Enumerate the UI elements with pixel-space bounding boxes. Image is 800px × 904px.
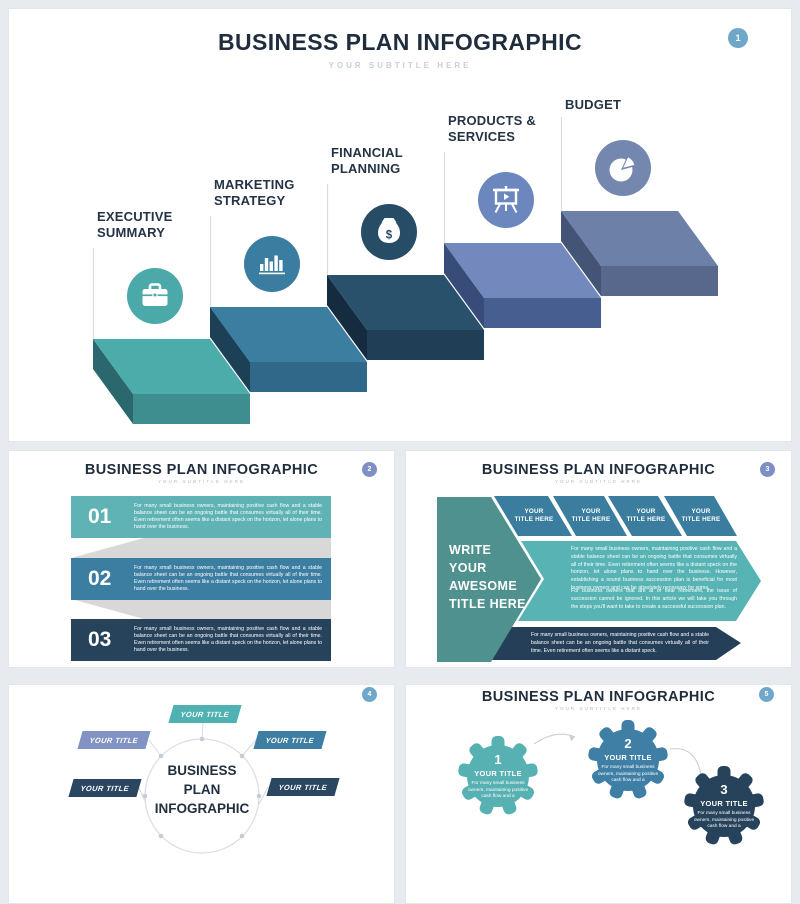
step-connector-lines xyxy=(92,117,563,339)
gear-title: YOUR TITLE xyxy=(700,799,748,808)
gear-number: 3 xyxy=(720,782,728,797)
slide2-subtitle: YOUR SUBTITLE HERE xyxy=(157,479,246,484)
slide-3-preview[interactable]: BUSINESS PLAN INFOGRAPHIC YOUR SUBTITLE … xyxy=(405,450,792,668)
chevron-box-1 xyxy=(494,496,572,536)
teal-band-paragraph-1: For many small business owners, maintain… xyxy=(571,546,737,591)
step-label-budget: BUDGET xyxy=(565,97,622,112)
ribbon-connectors xyxy=(71,538,331,619)
slide2-title: BUSINESS PLAN INFOGRAPHIC xyxy=(84,462,319,478)
gear-title: YOUR TITLE xyxy=(474,769,522,778)
gear-1-text: 1 YOUR TITLE For many small business own… xyxy=(466,752,530,801)
money-bag-icon: $ xyxy=(378,218,400,243)
step-label-executive-summary: EXECUTIVE SUMMARY xyxy=(97,209,173,240)
bar-chart-icon xyxy=(259,255,285,275)
template-preview-page: { "palette": { "teal": "#4BA9A9", "teal_… xyxy=(8,8,792,904)
slide5-subtitle: YOUR SUBTITLE HERE xyxy=(554,706,643,711)
svg-text:$: $ xyxy=(386,230,393,242)
numbered-item-03: 03 For many small business owners, maint… xyxy=(71,619,331,661)
teal-band-paragraph-2: For business owners that are at or near … xyxy=(571,588,737,610)
slide2-page-number-badge: 2 xyxy=(362,462,377,477)
slide3-subtitle: YOUR SUBTITLE HERE xyxy=(554,479,643,484)
marketing-strategy-circle xyxy=(244,236,300,292)
tag-lower-left: YOUR TITLE xyxy=(68,779,142,797)
tag-lower-right: YOUR TITLE xyxy=(266,778,340,796)
financial-planning-circle: $ xyxy=(361,204,417,260)
gear-body-text: For many small business owners, maintain… xyxy=(467,781,529,800)
chevron-box-2 xyxy=(553,496,627,536)
gear-2-text: 2 YOUR TITLE For many small business own… xyxy=(596,736,660,785)
chevron-label-4: YOUR TITLE HERE xyxy=(681,508,721,523)
item-text: For many small business owners, maintain… xyxy=(134,625,323,654)
gear-number: 2 xyxy=(624,736,632,751)
stair-step-1 xyxy=(93,339,250,424)
gear-title: YOUR TITLE xyxy=(604,753,652,762)
item-number: 03 xyxy=(88,628,112,651)
chevron-box-4 xyxy=(664,496,737,536)
chevron-label-1: YOUR TITLE HERE xyxy=(514,508,554,523)
slide4-center-title: BUSINESS PLAN INFOGRAPHIC xyxy=(154,763,250,816)
gear-3-text: 3 YOUR TITLE For many small business own… xyxy=(692,782,756,831)
products-services-circle xyxy=(478,172,534,228)
step-label-marketing-strategy: MARKETING STRATEGY xyxy=(214,177,295,208)
teal-arrow-band xyxy=(518,541,761,621)
numbered-item-02: 02 For many small business owners, maint… xyxy=(71,558,331,600)
gear-body-text: For many small business owners, maintain… xyxy=(597,765,659,784)
numbered-item-01: 01 For many small business owners, maint… xyxy=(71,496,331,538)
slide-2-preview[interactable]: BUSINESS PLAN INFOGRAPHIC YOUR SUBTITLE … xyxy=(8,450,395,668)
item-text: For many small business owners, maintain… xyxy=(134,564,323,593)
chevron-label-2: YOUR TITLE HERE xyxy=(571,508,611,523)
big-arrow-pentagon xyxy=(437,497,541,662)
tag-upper-right: YOUR TITLE xyxy=(253,731,327,749)
slide5-page-number-badge: 5 xyxy=(759,687,774,702)
slide5-title: BUSINESS PLAN INFOGRAPHIC xyxy=(481,689,716,705)
tag-upper-left: YOUR TITLE xyxy=(77,731,151,749)
slide1-title: BUSINESS PLAN INFOGRAPHIC xyxy=(218,29,582,55)
slide-1-preview[interactable]: BUSINESS PLAN INFOGRAPHIC YOUR SUBTITLE … xyxy=(8,8,792,442)
gear-2 xyxy=(588,720,668,799)
item-number: 01 xyxy=(88,505,112,528)
staircase-infographic: $ xyxy=(92,117,718,424)
tag-top: YOUR TITLE xyxy=(168,705,242,723)
awesome-title-text: WRITE YOUR AWESOME TITLE HERE xyxy=(449,543,526,611)
stair-step-5 xyxy=(561,211,718,296)
slide4-page-number-badge: 4 xyxy=(362,687,377,702)
gear-body-text: For many small business owners, maintain… xyxy=(693,811,755,830)
stair-step-2 xyxy=(210,307,367,392)
chevron-label-3: YOUR TITLE HERE xyxy=(626,508,666,523)
item-number: 02 xyxy=(88,567,112,590)
slide3-page-number-badge: 3 xyxy=(760,462,775,477)
step-label-financial-planning: FINANCIAL PLANNING xyxy=(331,145,403,176)
arrow-diagram xyxy=(437,496,761,662)
pie-chart-icon xyxy=(609,157,635,182)
executive-summary-circle xyxy=(127,268,183,324)
step-label-products-services: PRODUCTS & SERVICES xyxy=(448,113,536,144)
slide-5-preview[interactable]: BUSINESS PLAN INFOGRAPHIC YOUR SUBTITLE … xyxy=(405,684,792,904)
stair-step-3 xyxy=(327,275,484,360)
slide1-subtitle: YOUR SUBTITLE HERE xyxy=(328,61,472,70)
chevron-box-3 xyxy=(608,496,682,536)
budget-circle xyxy=(595,140,651,196)
navy-band-paragraph: For many small business owners, maintain… xyxy=(531,632,709,654)
item-text: For many small business owners, maintain… xyxy=(134,502,323,531)
slide3-title: BUSINESS PLAN INFOGRAPHIC xyxy=(481,462,716,478)
gear-number: 1 xyxy=(494,752,502,767)
slide1-page-number-badge: 1 xyxy=(728,28,748,48)
slide-4-preview[interactable]: 4 BUSINESS PLAN INFOGRAPHIC YOUR TITLE Y… xyxy=(8,684,395,904)
navy-arrow-band xyxy=(490,627,741,660)
presentation-icon xyxy=(493,186,519,213)
stair-step-4 xyxy=(444,243,601,328)
briefcase-icon xyxy=(142,283,168,306)
